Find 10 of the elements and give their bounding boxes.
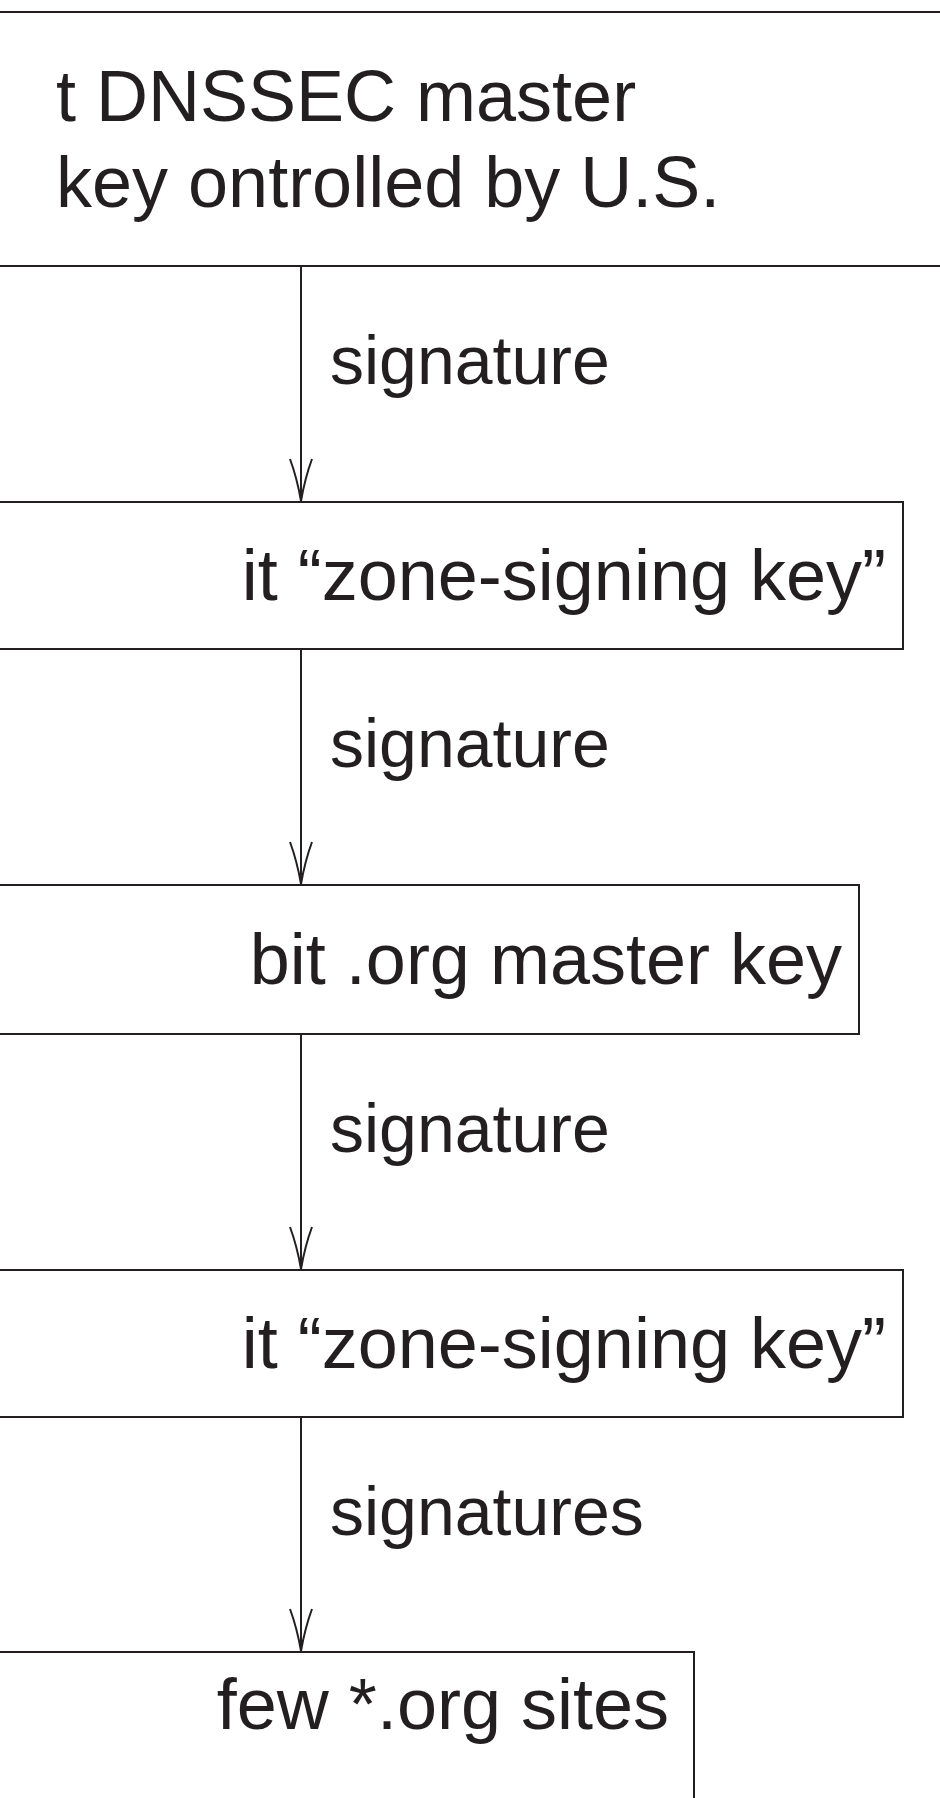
box-text: few *.org sites: [216, 1663, 669, 1746]
key-box: [0, 501, 904, 650]
box-text: it “zone-signing key”: [241, 1302, 886, 1386]
key-box: [0, 884, 860, 1035]
key-box: [0, 11, 940, 267]
key-box: [0, 1269, 904, 1418]
key-box: [0, 1651, 695, 1798]
box-text: it “zone-signing key”: [241, 534, 886, 618]
box-text: t DNSSEC master key ontrolled by U.S.: [56, 54, 722, 224]
box-text: bit .org master key: [249, 918, 842, 1002]
